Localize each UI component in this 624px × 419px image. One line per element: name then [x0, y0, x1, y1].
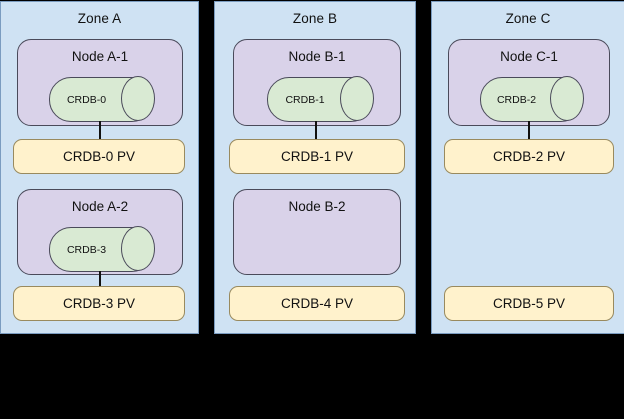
node-box-a-1[interactable]: Node A-1 CRDB-0 — [17, 39, 183, 126]
cylinder-end-cap — [121, 226, 155, 271]
database-cylinder-crdb-3[interactable]: CRDB-3 — [49, 226, 155, 272]
node-label-b-1: Node B-1 — [288, 49, 346, 64]
node-label-a-2: Node A-2 — [71, 199, 129, 214]
database-cylinder-crdb-1[interactable]: CRDB-1 — [267, 76, 374, 122]
pv-box-crdb-0[interactable]: CRDB-0 PV — [13, 139, 185, 174]
connector-line-crdb-1 — [315, 121, 317, 140]
node-label-b-2: Node B-2 — [288, 199, 346, 214]
pv-box-crdb-3[interactable]: CRDB-3 PV — [13, 286, 185, 321]
database-label-crdb-0: CRDB-0 — [66, 93, 107, 106]
cylinder-end-cap — [121, 76, 155, 121]
node-box-b-1[interactable]: Node B-1 CRDB-1 — [233, 39, 401, 126]
node-box-a-2[interactable]: Node A-2 CRDB-3 — [17, 189, 183, 275]
node-box-b-2[interactable]: Node B-2 — [233, 189, 401, 275]
connector-line-crdb-3 — [99, 271, 101, 287]
database-cylinder-crdb-2[interactable]: CRDB-2 — [480, 76, 584, 122]
zone-container-b: Zone B Node B-1 CRDB-1 CRDB-1 PV Node B-… — [214, 1, 416, 334]
pv-box-crdb-5[interactable]: CRDB-5 PV — [444, 286, 614, 321]
zone-container-a: Zone A Node A-1 CRDB-0 CRDB-0 PV Node A-… — [0, 1, 199, 334]
database-label-crdb-1: CRDB-1 — [285, 93, 325, 106]
pv-box-crdb-1[interactable]: CRDB-1 PV — [229, 139, 405, 174]
pv-box-crdb-4[interactable]: CRDB-4 PV — [229, 286, 405, 321]
connector-line-crdb-0 — [99, 121, 101, 140]
database-label-crdb-2: CRDB-2 — [496, 93, 537, 106]
zone-container-c: Zone C Node C-1 CRDB-2 CRDB-2 PV CRDB-5 … — [431, 1, 624, 334]
database-cylinder-crdb-0[interactable]: CRDB-0 — [49, 76, 155, 122]
node-label-c-1: Node C-1 — [500, 49, 558, 64]
pv-box-crdb-2[interactable]: CRDB-2 PV — [444, 139, 614, 174]
zone-title-b: Zone B — [292, 11, 338, 26]
zone-title-c: Zone C — [505, 11, 551, 26]
node-box-c-1[interactable]: Node C-1 CRDB-2 — [448, 39, 610, 126]
zone-title-a: Zone A — [77, 11, 122, 26]
node-label-a-1: Node A-1 — [71, 49, 129, 64]
database-label-crdb-3: CRDB-3 — [66, 243, 107, 256]
cylinder-end-cap — [340, 76, 374, 121]
connector-line-crdb-2 — [528, 121, 530, 140]
cylinder-end-cap — [550, 76, 584, 121]
